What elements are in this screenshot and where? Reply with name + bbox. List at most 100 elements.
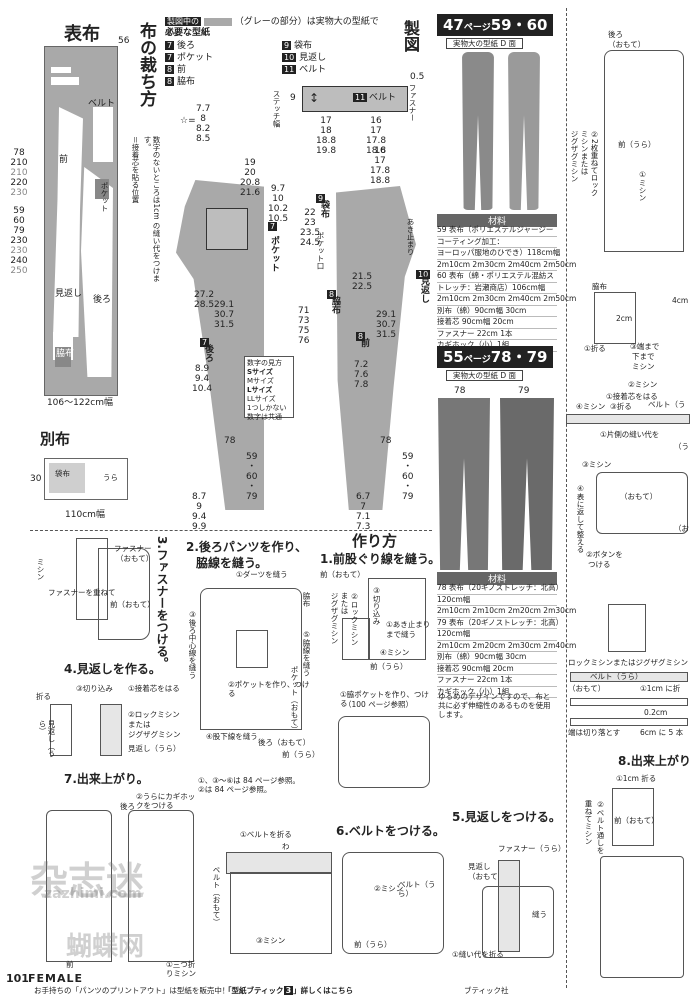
back-piece-label: 後ろ — [93, 295, 112, 305]
stretch-mark: 0.5 — [410, 72, 425, 82]
belt-height: 9 — [290, 93, 296, 103]
watermark-2: zazhimi.com — [44, 886, 142, 902]
far-right-sketch-1: 後ろ （おもて） ②2枚重ねてロック ミシンまたは ジグザグミシン ①ミシン 前… — [570, 30, 686, 270]
other-fabric-title: 別布 — [40, 430, 71, 448]
step5-sketch: ファスナー（うら） 見返し （おもて） 縫う ①縫い代を折る — [452, 844, 566, 959]
page-55-header: 55ページ78・79 — [437, 346, 554, 368]
pocket-pattern — [206, 208, 248, 250]
materials-head-1: 材料 — [437, 214, 557, 227]
back-name: 後ろ — [203, 344, 213, 362]
opening-stop: あき止まり — [406, 218, 415, 256]
bag-name: 袋布 — [319, 200, 329, 218]
cutting-note: 数字のないところは1cm の縫い代をつけます。 — [143, 136, 161, 283]
materials-list-2: 78 表布（20ギノストレッチ：北高） 120cm幅 2m10cm 2m10cm… — [437, 583, 576, 698]
watermark-3: 蝴蝶网 — [66, 932, 145, 962]
front-piece-label: 前 — [59, 155, 69, 165]
step6-sketch: ①ベルトを折る わ ベルト（おもて） ②ミシン ベルト（うら） 前（うら） ③ミ… — [206, 826, 446, 966]
cutting-layout-title: 布の裁ち方 — [136, 22, 156, 107]
pocket-tag: ポケット — [269, 236, 279, 272]
step4-sketch: ③切り込み ①接着芯をはる ②ロックミシン または ジグザグミシン 見返し（うら… — [36, 684, 181, 758]
section-divider — [30, 530, 432, 531]
page-55-sub: 実物大の型紙 D 面 — [446, 370, 524, 381]
other-height: 30 — [30, 474, 42, 484]
step2-sketch: ①ダーツを縫う ③後ろ中心線を縫う ⑤脇線を縫う ポケット（おもて） ②ポケット… — [188, 570, 320, 759]
footer: 101 FEMALE お手持ちの「パンツのプリントアウト」は型紙を販売中！ 「型… — [0, 972, 690, 998]
front-name: 前 — [359, 338, 369, 347]
other-back-side: うら — [103, 473, 118, 482]
materials-head-2: 材料 — [437, 572, 557, 585]
main-fabric-layout: ベルト 前 後ろ ポケット 見返し 脇布 — [44, 46, 118, 396]
pocket-piece-label: ポケット — [100, 182, 109, 212]
page-number: 101 — [6, 972, 29, 985]
materials-list-1: 59 表布（ポリエステルジャージー コーティング加工： ヨーロッパ服地のひでき）… — [437, 225, 576, 352]
step2-title: 2.後ろパンツを作り、 — [186, 540, 308, 554]
width-dim: 106〜122cm幅 — [46, 398, 114, 408]
page-47-header: 47ページ59・60 — [437, 14, 554, 36]
draft-title: 製図 — [401, 20, 420, 52]
other-fabric-layout: 袋布 うら — [44, 458, 128, 500]
belt-pattern: ↕ 11 ベルト — [302, 86, 408, 112]
step7-sketch: ②うらにカギホックをつける 後ろ ①三つ折りミシン 前 — [36, 790, 196, 978]
needed-pattern-list: 7 後ろ 7 ポケット 8 前 8 脇布 — [165, 41, 213, 87]
photo-79-label: 79 — [518, 386, 530, 396]
step2-notes: ①、③〜⑥は 84 ページ参照。 ②は 84 ページ参照。 — [198, 776, 300, 794]
marker-78: 78 — [224, 436, 236, 446]
far-right-sketch-2: 脇布 4cm 2cm ①折る ③端まで 下まで ミシン ②ミシン ①接着芯をはる — [584, 282, 689, 401]
step6-title: 6.ベルトをつける。 — [336, 824, 445, 838]
side-tag: 8 — [327, 290, 337, 299]
size-markers-front: 59・60・79 — [402, 452, 414, 502]
main-fabric-title: 表布 — [64, 24, 100, 45]
stitch-width-note: ステッチ幅 — [272, 90, 281, 128]
step4-title: 4.見返しを作る。 — [64, 662, 161, 676]
magazine-name: FEMALE — [28, 972, 84, 985]
side-piece-label: 脇布 — [56, 349, 75, 359]
how-to-title: 作り方 — [352, 532, 398, 550]
photo-60 — [508, 52, 540, 210]
far-right-sketch-5: ロックミシンまたはジグザグミシン ベルト（うら） （おもて） ①1cm に折 0… — [568, 604, 688, 737]
column-divider — [566, 8, 567, 988]
needed-pattern-list-2: 9 袋布 10 見返し 11 ベルト — [282, 41, 327, 75]
back-name-tag: 7 — [200, 338, 210, 347]
photo-78 — [438, 398, 490, 570]
size-markers-back: 59・60・79 — [246, 452, 258, 502]
far-right-sketch-3: ④ミシン ③折る ベルト（う — [566, 400, 690, 424]
back-tag: 7 — [268, 222, 278, 231]
photo-79 — [500, 398, 554, 570]
step3-sketch: ファスナー （おもて） ミシン ファスナーを重ねて 前（おもて） — [36, 534, 155, 654]
design-note: ゆるめのデザインですので、布と共に必ず伸縮性のあるものを使用します。 — [438, 692, 551, 719]
fusing-note: ＝接着芯を貼る位置 — [131, 136, 140, 204]
step1-title: 1.前股ぐり線を縫う。 — [320, 552, 441, 566]
far-step-8: 8.出来上がり。 — [618, 754, 690, 768]
footer-publisher: ブティック社 — [464, 986, 509, 995]
watermark-1: 杂志迷 — [30, 859, 145, 903]
far-right-sketch-4: ①片側の縫い代を ③ミシン ④表に返して整える （おもて） （う （お ②ボタン… — [576, 430, 689, 569]
page-47-sub: 実物大の型紙 D 面 — [446, 38, 524, 49]
bag-tag: 9 — [316, 194, 326, 203]
size-legend: 数字の見方 Sサイズ Mサイズ Lサイズ LLサイズ 1つしかない数字は共通 — [244, 356, 294, 421]
belt-piece-label: ベルト — [88, 99, 116, 109]
zipper-note: ファスナー — [408, 84, 417, 122]
far-right-sketch-6: ①1cm 折る ②ベルト通しを 重ねてミシン 前（おもて） — [576, 770, 688, 980]
step3-title: 3.ファスナーをつける。 — [155, 536, 169, 669]
side-name: 脇布 — [330, 296, 340, 314]
facing-piece-label: 見返し — [55, 289, 83, 299]
pattern-legend: 製図中の （グレーの部分）は実物大の型紙です。 — [165, 17, 379, 38]
other-width: 110cm幅 — [65, 510, 105, 520]
facing-tag: 10 — [416, 270, 431, 279]
marker-78-front: 78 — [380, 436, 392, 446]
